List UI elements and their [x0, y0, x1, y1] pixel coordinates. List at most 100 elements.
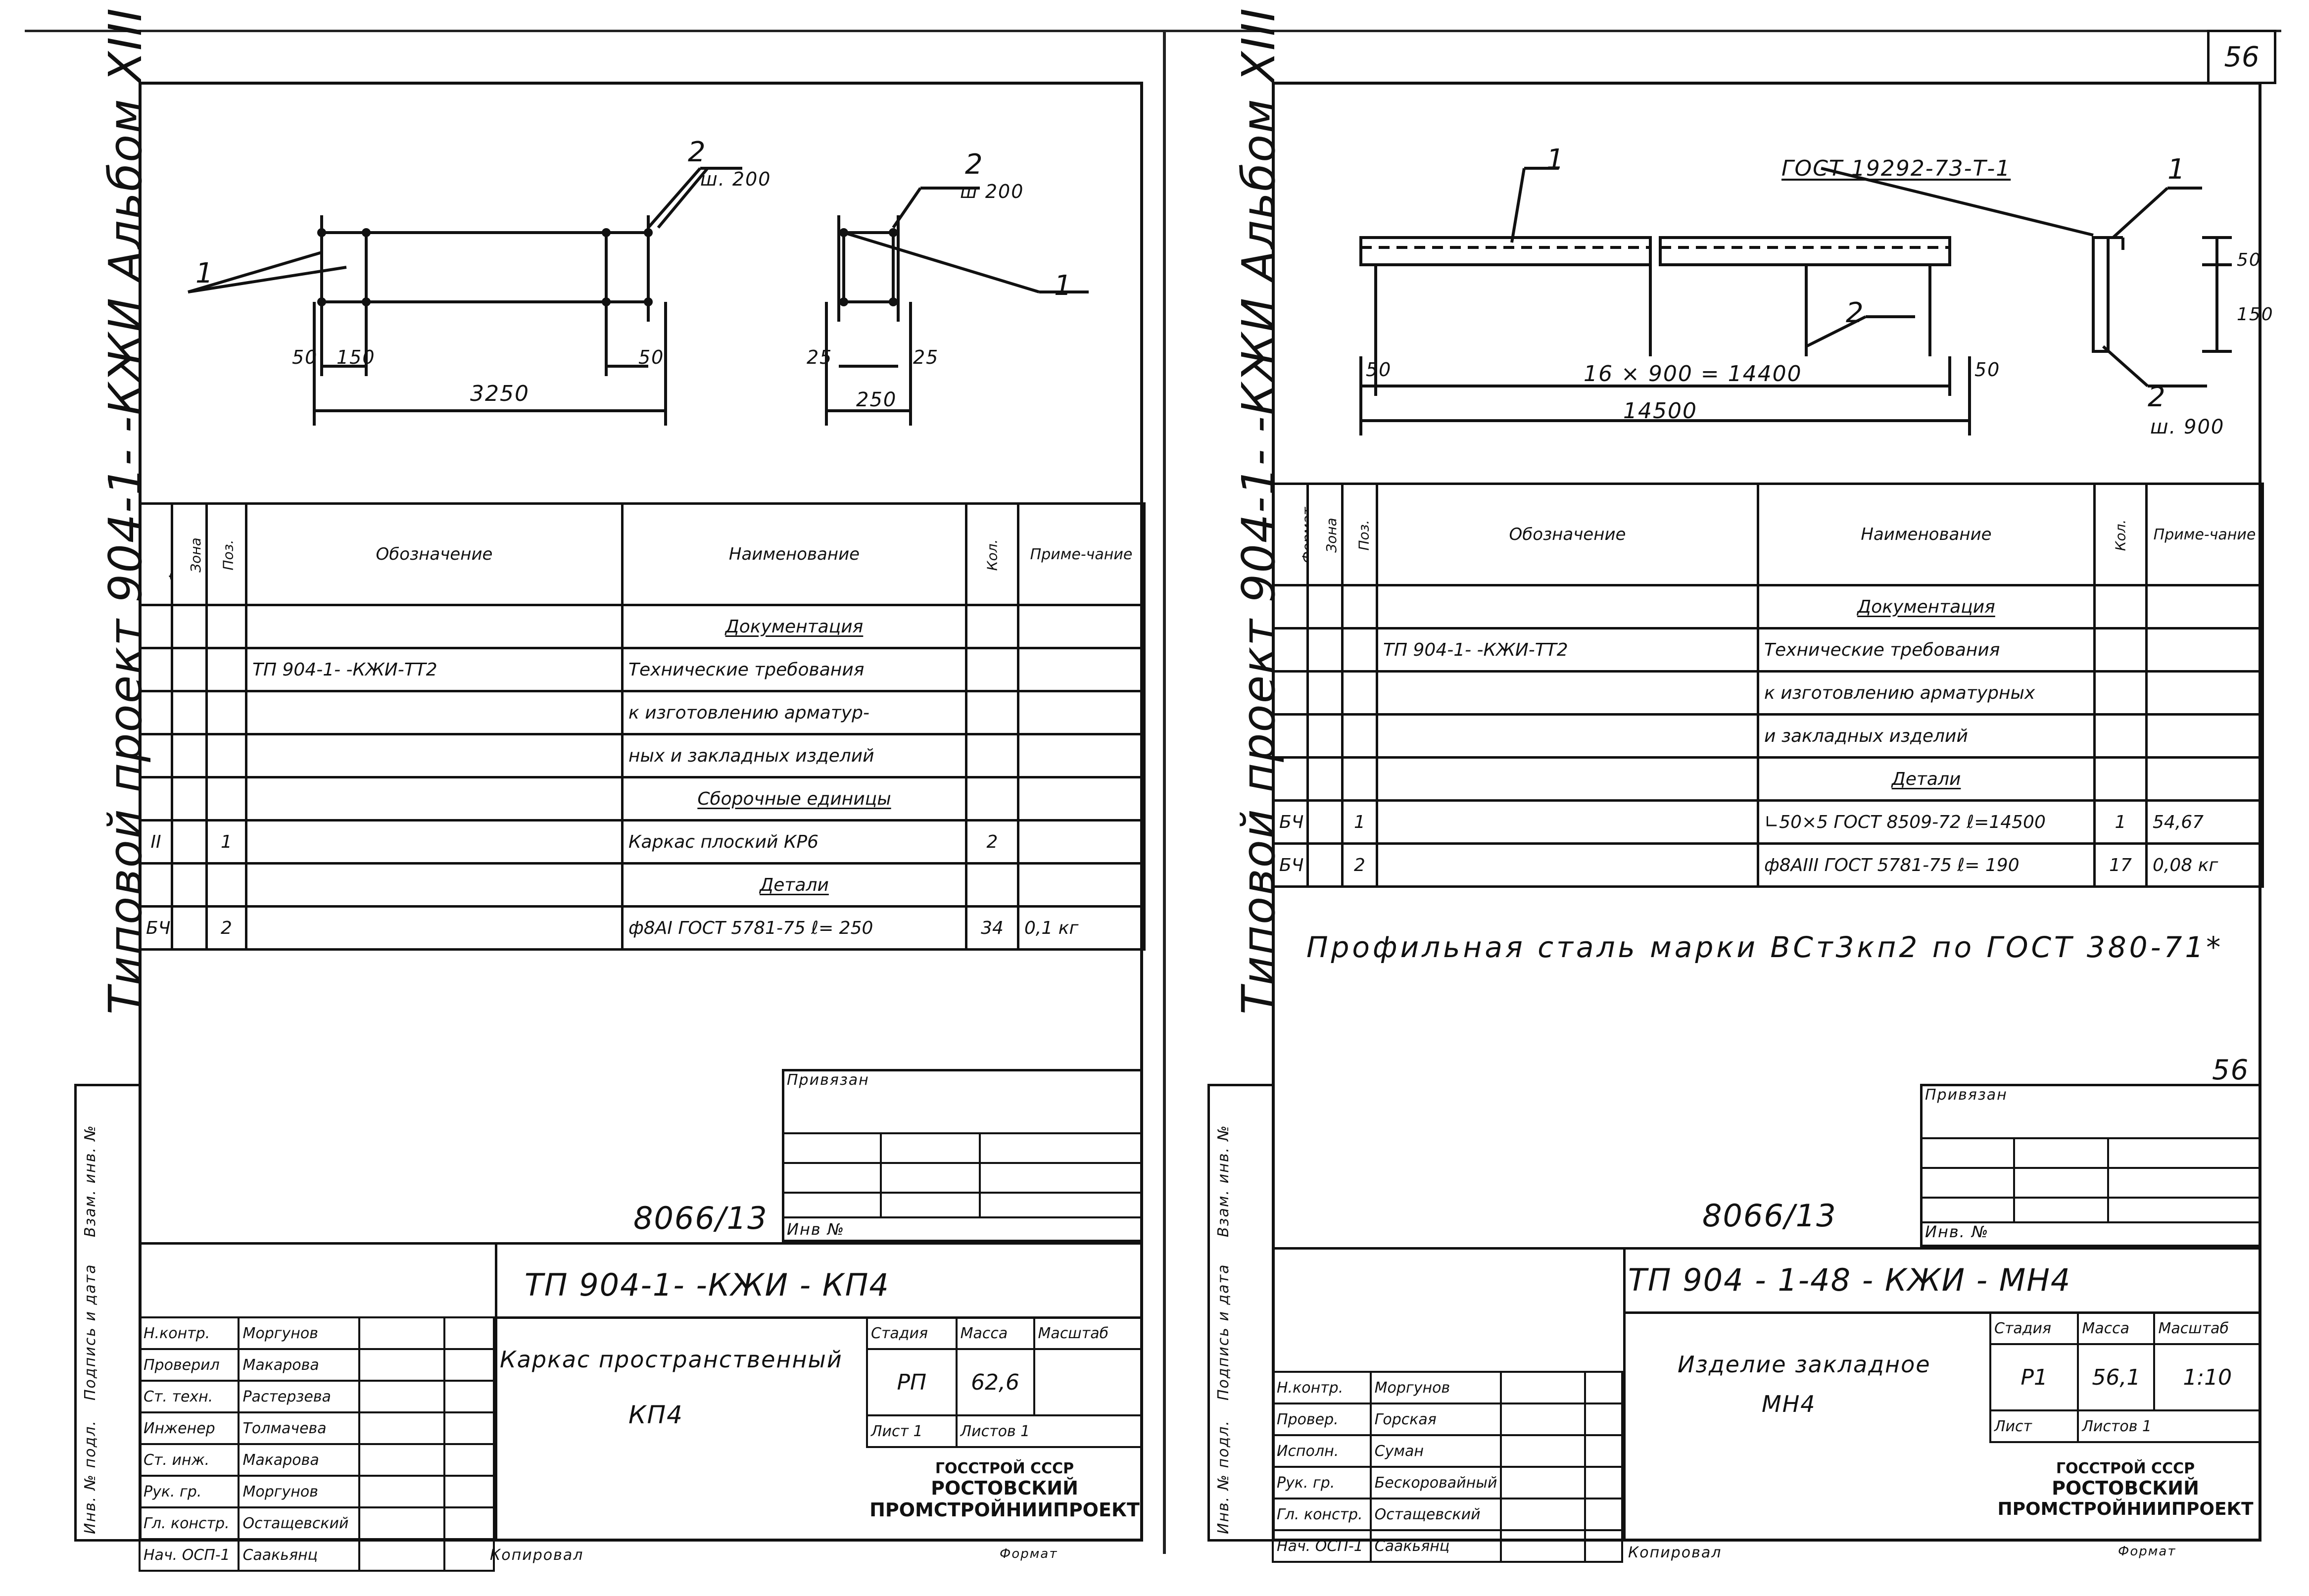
spec-pos-cell [1341, 670, 1378, 716]
header-designation: Обозначение [1376, 483, 1759, 586]
left-org-block: ГОССТРОЙ СССР РОСТОВСКИЙ ПРОМСТРОЙНИИПРО… [866, 1460, 1143, 1521]
signature-mark [358, 1506, 445, 1540]
spec-zone-cell [171, 905, 208, 951]
top-border-line [25, 30, 2281, 32]
fold-line [1163, 30, 1166, 1554]
left-dim-50b: 50 [638, 346, 665, 368]
spec-qty-cell: 1 [2093, 799, 2148, 845]
left-copied: Копировал [490, 1547, 584, 1564]
spec-pos-cell [205, 776, 247, 822]
right-spec-header: Формат Зона Поз. Обозначение Наименовани… [1272, 483, 2264, 586]
spec-format-cell [1272, 627, 1309, 673]
spec-designation-cell [1376, 842, 1759, 888]
left-side-stamp-2: Подпись и дата [82, 1263, 99, 1401]
spec-format-cell [1272, 584, 1309, 629]
right-dim-span: 16 × 900 = 14400 [1584, 361, 1802, 387]
left-scale [1033, 1348, 1144, 1416]
left-org-1: ГОССТРОЙ СССР [935, 1460, 1074, 1477]
spec-note-cell [2145, 756, 2264, 802]
spec-name-cell: и закладных изделий [1757, 713, 2096, 759]
signature-mark [358, 1538, 445, 1572]
spec-format-cell: БЧ [1272, 799, 1309, 845]
header-zone: Зона [171, 502, 208, 606]
signature-name: Макарова [238, 1443, 360, 1477]
left-org-2: РОСТОВСКИЙ [931, 1477, 1078, 1499]
right-privyazan-grid [1920, 1137, 2261, 1223]
signature-role: Исполн. [1272, 1434, 1372, 1468]
spec-designation-cell [245, 862, 624, 908]
left-sheets-label: Листов 1 [955, 1414, 1144, 1448]
signature-mark [1500, 1529, 1586, 1563]
spec-name-cell: ных и закладных изделий [621, 733, 967, 778]
spec-pos-cell [1341, 584, 1378, 629]
signature-mark [358, 1443, 445, 1477]
spec-designation-cell [245, 776, 624, 822]
spec-qty-cell [965, 690, 1019, 735]
spec-row: к изготовлению арматурных [1272, 670, 2264, 716]
right-inv-no-label: Инв. № [1925, 1222, 1989, 1241]
left-block-vdivider [495, 1242, 497, 1542]
signature-date [443, 1475, 495, 1508]
right-dim-50b: 50 [1974, 359, 2001, 381]
signature-row: Гл. констр.Остащевский [1272, 1498, 1624, 1531]
right-sheets-label: Листов 1 [2077, 1409, 2261, 1443]
spec-zone-cell [171, 647, 208, 692]
spec-designation-cell [245, 819, 624, 865]
spec-note-cell [2145, 670, 2264, 716]
spec-name-cell: Детали [621, 862, 967, 908]
signature-role: Проверил [138, 1348, 240, 1382]
right-pitch: ш. 900 [2150, 416, 2225, 438]
spec-name-cell: Документация [621, 604, 967, 649]
right-sheet-label: Лист [1989, 1409, 2079, 1443]
spec-designation-cell [245, 905, 624, 951]
left-item-title-2: КП4 [628, 1401, 683, 1429]
signature-role: Гл. констр. [1272, 1498, 1372, 1531]
signature-role: Рук. гр. [138, 1475, 240, 1508]
spec-row: и закладных изделий [1272, 713, 2264, 759]
spec-note-cell [1017, 862, 1146, 908]
signature-role: Ст. техн. [138, 1380, 240, 1413]
signature-date [1584, 1434, 1624, 1468]
spec-note-cell [1017, 776, 1146, 822]
spec-note-cell [1017, 819, 1146, 865]
spec-zone-cell [171, 776, 208, 822]
signature-row: Ст. инж.Макарова [138, 1443, 495, 1477]
signature-row: Ст. техн.Растерзева [138, 1380, 495, 1413]
left-archive-no: 8066/13 [633, 1200, 768, 1236]
spec-zone-cell [1306, 842, 1344, 888]
signature-mark [358, 1411, 445, 1445]
spec-note-cell [1017, 733, 1146, 778]
spec-zone-cell [1306, 756, 1344, 802]
left-pos2b-label: 2 [965, 148, 984, 181]
spec-name-cell: Технические требования [1757, 627, 2096, 673]
header-designation: Обозначение [245, 502, 624, 606]
left-privyazan-grid [782, 1132, 1143, 1218]
right-dim-150v: 150 [2237, 304, 2274, 325]
right-pos2-label: 2 [1846, 297, 1865, 329]
signature-name: Моргунов [1369, 1371, 1502, 1404]
spec-qty-cell [965, 733, 1019, 778]
spec-qty-cell [965, 862, 1019, 908]
header-format: Формат [139, 502, 173, 606]
signature-role: Н.контр. [1272, 1371, 1372, 1404]
spec-qty-cell [965, 604, 1019, 649]
signature-date [443, 1538, 495, 1572]
signature-name: Остащевский [238, 1506, 360, 1540]
spec-row: Документация [139, 604, 1146, 649]
right-dim-50a: 50 [1366, 359, 1392, 381]
spec-format-cell [1272, 756, 1309, 802]
right-steel-note: Профильная сталь марки ВСт3кп2 по ГОСТ 3… [1306, 930, 2224, 964]
spec-zone-cell [1306, 670, 1344, 716]
spec-zone-cell [171, 733, 208, 778]
right-org-block: ГОССТРОЙ СССР РОСТОВСКИЙ ПРОМСТРОЙНИИПРО… [1989, 1460, 2261, 1519]
right-pos2b-label: 2 [2148, 381, 2166, 413]
right-spec-table: Формат Зона Поз. Обозначение Наименовани… [1272, 483, 2264, 888]
spec-zone-cell [1306, 713, 1344, 759]
signature-role: Инженер [138, 1411, 240, 1445]
spec-qty-cell [2093, 756, 2148, 802]
